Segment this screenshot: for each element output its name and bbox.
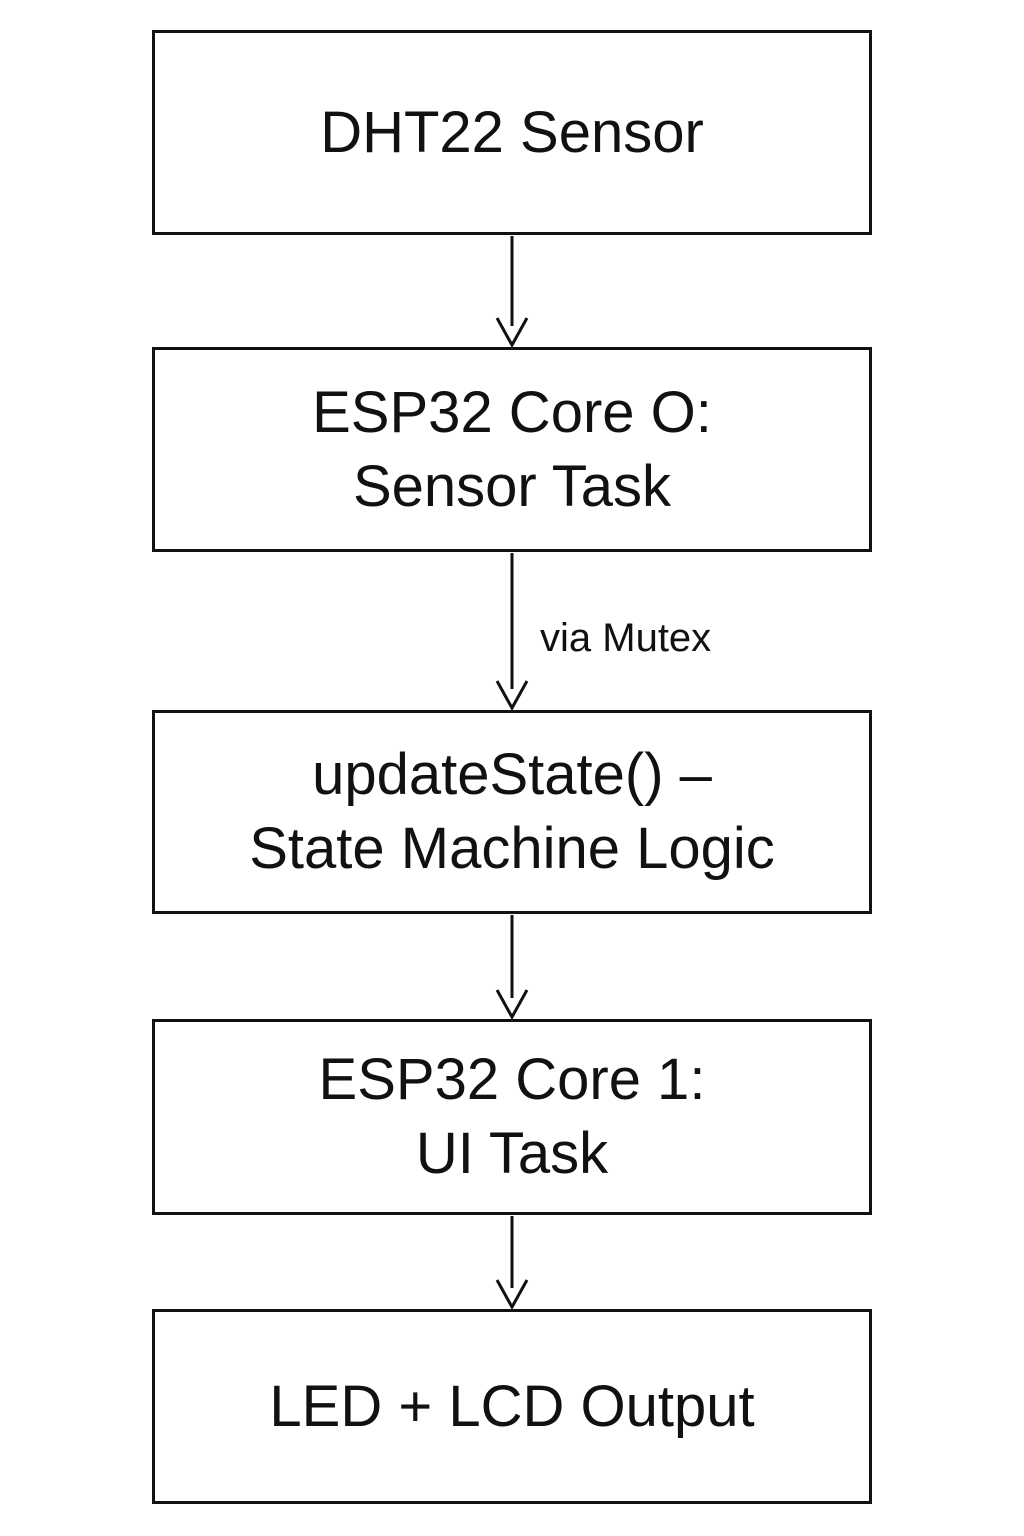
arrowhead-icon [495,989,529,1021]
edge-core0-to-state [495,553,529,712]
edge-core1-to-output [495,1216,529,1311]
node-update-state-logic: updateState() – State Machine Logic [152,710,872,914]
arrowhead-icon [495,1279,529,1311]
edge-state-to-core1 [495,915,529,1021]
node-label-line-2: State Machine Logic [249,816,775,881]
edge-label-via-mutex: via Mutex [540,616,712,660]
node-esp32-core0-sensor-task: ESP32 Core O: Sensor Task [152,347,872,552]
arrowhead-icon [495,317,529,349]
node-label-line-2: UI Task [415,1121,609,1186]
node-label: LED + LCD Output [269,1373,755,1439]
node-esp32-core1-ui-task: ESP32 Core 1: UI Task [152,1019,872,1215]
node-label-line-2: Sensor Task [352,453,672,519]
node-dht22-sensor: DHT22 Sensor [152,30,872,235]
node-label-line-1: ESP32 Core 1: [318,1047,706,1112]
node-label: DHT22 Sensor [320,99,704,165]
edge-sensor-to-core0 [495,236,529,349]
node-label-line-1: updateState() – [312,742,712,807]
node-label-line-1: ESP32 Core O: [312,379,712,445]
arrowhead-icon [495,680,529,712]
node-led-lcd-output: LED + LCD Output [152,1309,872,1504]
